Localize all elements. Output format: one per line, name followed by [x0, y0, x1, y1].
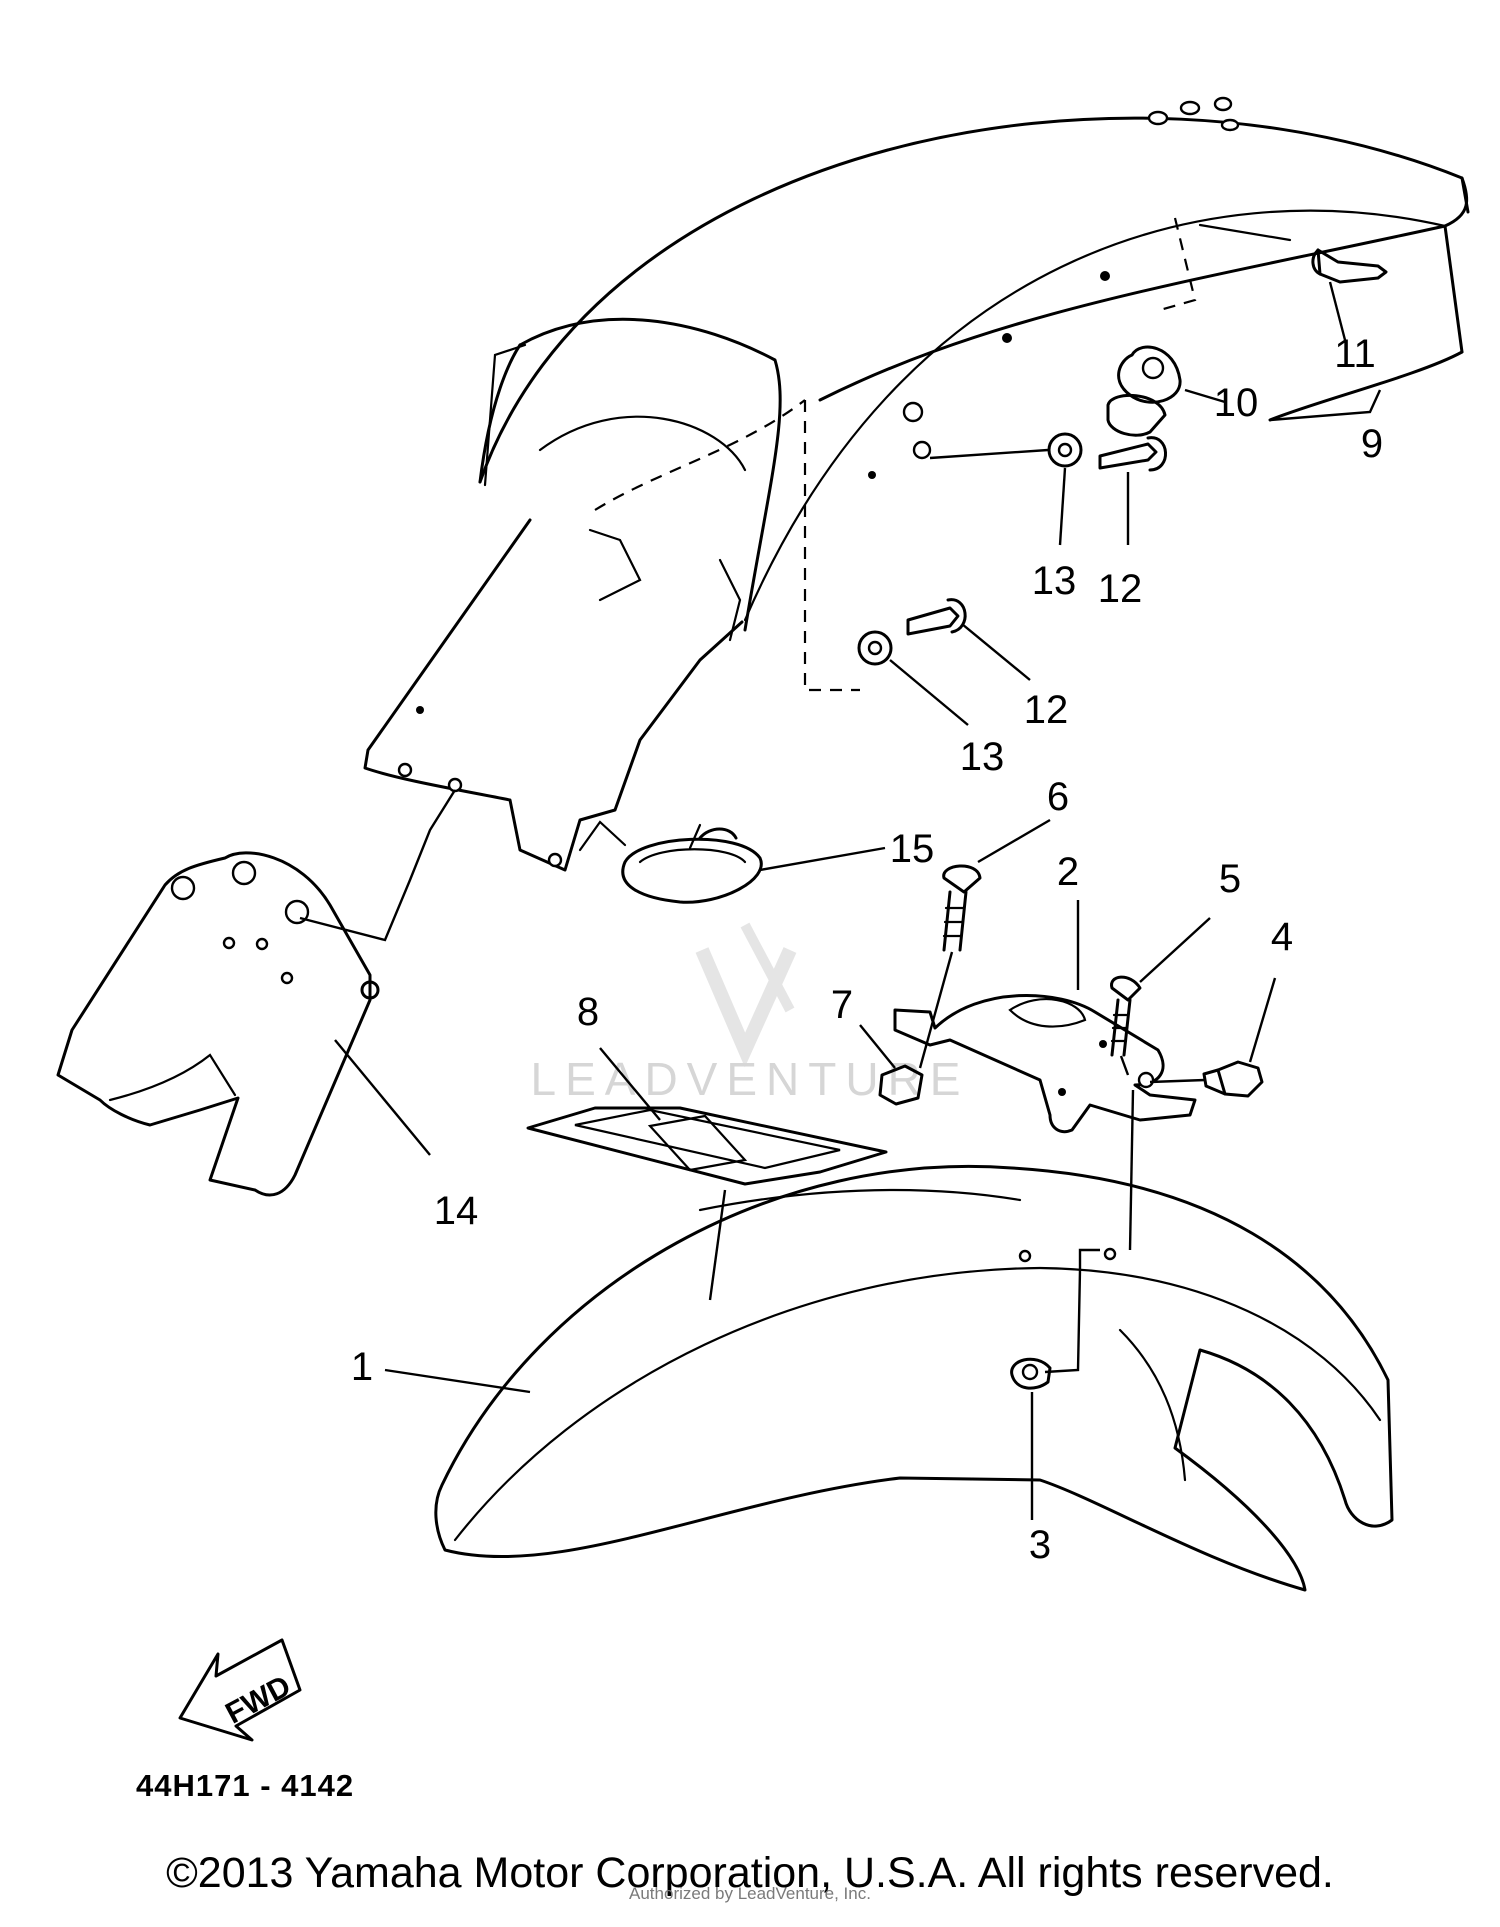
callout-13-upper: 13 [1032, 559, 1077, 603]
part-13-washer-lower [857, 630, 893, 666]
forward-label: FWD [220, 1669, 296, 1730]
callout-7: 7 [831, 983, 853, 1027]
front-fender [434, 1089, 1394, 1592]
callout-8: 8 [577, 990, 599, 1034]
part-12-bolt-upper [1098, 436, 1167, 472]
part-15-band [578, 820, 763, 904]
callout-12-lower: 12 [1024, 688, 1069, 732]
part-6-screw [942, 864, 982, 952]
forward-arrow: FWD [178, 1638, 302, 1742]
part-3-nut [1010, 1357, 1052, 1390]
watermark-logo [695, 922, 797, 1068]
callout-11: 11 [1334, 332, 1376, 376]
callout-5: 5 [1219, 857, 1241, 901]
callout-6: 6 [1047, 775, 1069, 819]
part-4-bolt [1202, 1060, 1264, 1098]
callout-4: 4 [1271, 915, 1293, 959]
callout-14: 14 [434, 1189, 479, 1233]
callout-9: 9 [1361, 422, 1383, 466]
authorization-notice: Authorized by LeadVenture, Inc. [629, 1884, 871, 1903]
callout-15: 15 [890, 827, 935, 871]
part-2-bracket [893, 994, 1197, 1134]
callout-10: 10 [1214, 381, 1259, 425]
rear-fender [363, 96, 1470, 872]
part-14-flap [56, 789, 457, 1197]
callout-13-lower: 13 [960, 735, 1005, 779]
part-13-washer-upper [1047, 432, 1083, 468]
part-11-bolt [1311, 248, 1388, 284]
callout-labels: 1 2 3 4 5 6 7 8 9 10 11 12 12 13 13 14 1… [351, 332, 1383, 1567]
part-7-nut [878, 1064, 924, 1106]
callout-1: 1 [351, 1345, 373, 1389]
callout-12-upper: 12 [1098, 567, 1143, 611]
callout-2: 2 [1057, 850, 1079, 894]
copyright-notice: ©2013 Yamaha Motor Corporation, U.S.A. A… [166, 1849, 1334, 1897]
part-12-bolt-lower [906, 598, 967, 636]
drawing-code: 44H171 - 4142 [136, 1768, 355, 1803]
callout-3: 3 [1029, 1523, 1051, 1567]
part-8-plate [526, 1106, 888, 1186]
part-10-socket [1106, 345, 1182, 437]
leader-lines [334, 281, 1382, 1520]
part-5-screw [1110, 975, 1142, 1057]
watermark-text: LEADVENTURE [531, 1053, 970, 1105]
